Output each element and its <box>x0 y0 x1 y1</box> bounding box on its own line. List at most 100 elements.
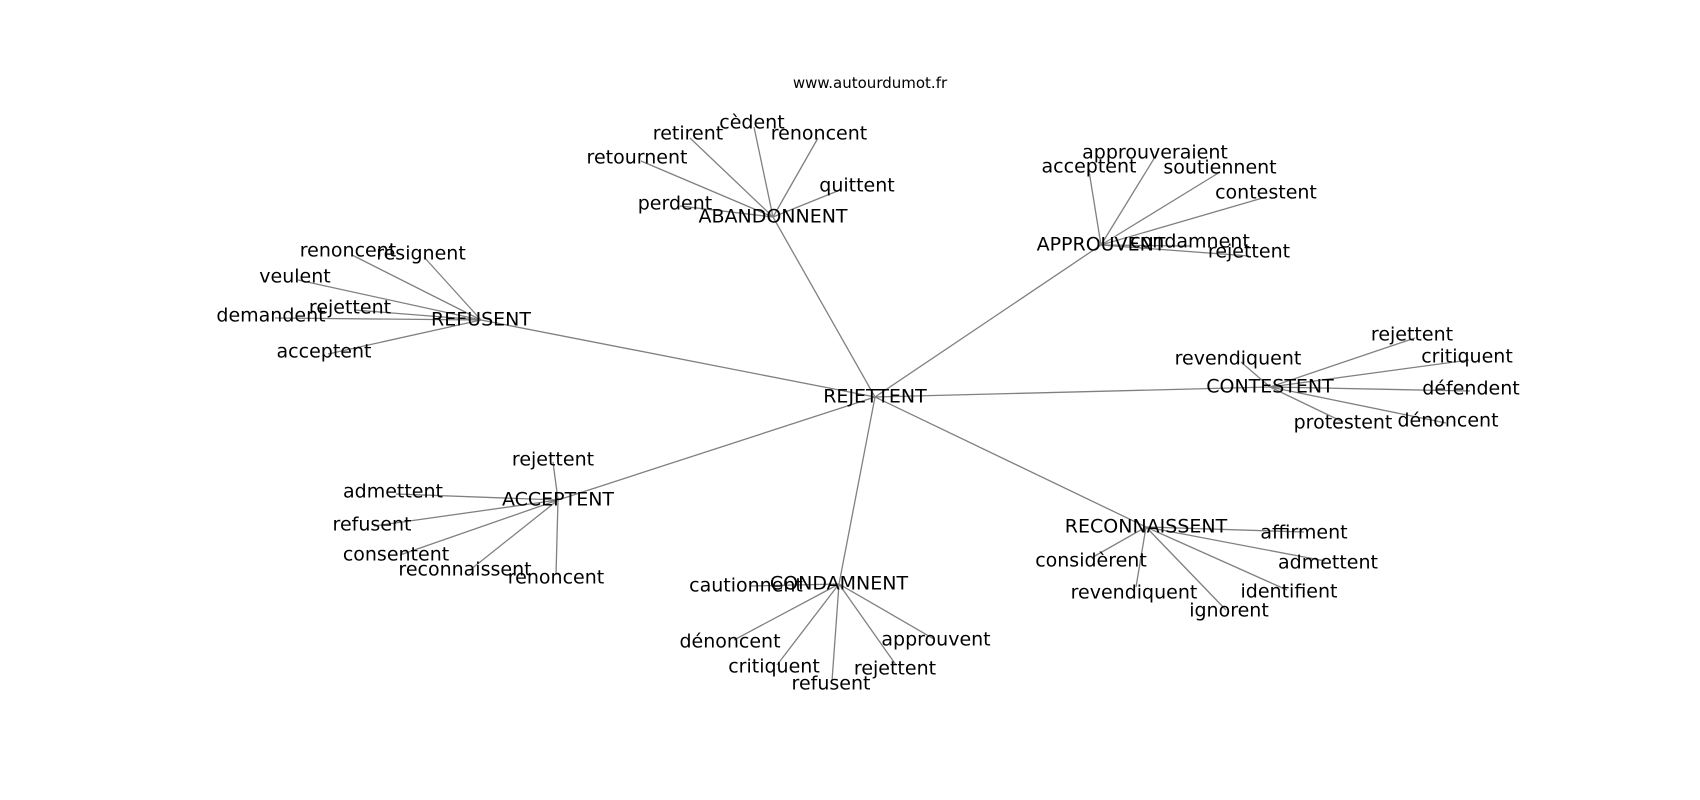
word-node: refusent <box>792 673 871 695</box>
edge-contestent-0 <box>1269 337 1416 388</box>
edge-approuvent-3 <box>1100 196 1267 246</box>
edge-acceptent-1 <box>395 493 559 501</box>
edge-condamnent-3 <box>776 583 840 666</box>
edge-acceptent-0 <box>552 461 559 501</box>
word-node: refusent <box>333 514 412 536</box>
hub-node-refusent: REFUSENT <box>431 309 531 331</box>
word-node: identifient <box>1241 581 1338 603</box>
word-node: critiquent <box>1421 346 1513 368</box>
word-node: consentent <box>343 544 449 566</box>
hub-node-abandonnent: ABANDONNENT <box>698 206 847 228</box>
edge-refusent-2 <box>297 279 482 321</box>
edge-condamnent-1 <box>838 583 935 640</box>
labels-layer: REJETTENTABANDONNENTretirentcèdentrenonc… <box>216 112 1519 695</box>
word-node: perdent <box>638 193 712 215</box>
word-node: veulent <box>259 266 330 288</box>
word-node: reconnaissent <box>398 559 531 581</box>
edge-center-approuvent <box>874 244 1102 398</box>
edge-reconnaissent-0 <box>1145 526 1305 533</box>
edge-reconnaissent-5 <box>1145 526 1227 611</box>
edge-refusent-5 <box>327 319 482 355</box>
edge-reconnaissent-3 <box>1135 526 1147 588</box>
word-node: contestent <box>1215 182 1317 204</box>
edge-refusent-1 <box>423 256 482 321</box>
word-node: approuvent <box>881 629 990 651</box>
word-node: demandent <box>216 305 325 327</box>
edge-center-reconnaissent <box>874 396 1147 528</box>
word-node: rejettent <box>309 297 391 319</box>
edge-approuvent-1 <box>1088 170 1102 246</box>
edge-abandonnent-3 <box>640 160 774 218</box>
word-node: rejettent <box>512 449 594 471</box>
word-node: rejettent <box>1208 241 1290 263</box>
word-node: dénoncent <box>1397 410 1498 432</box>
edge-abandonnent-1 <box>753 126 774 218</box>
hub-node-acceptent: ACCEPTENT <box>502 489 614 511</box>
edge-condamnent-0 <box>749 583 840 587</box>
edge-condamnent-4 <box>838 583 897 666</box>
edge-approuvent-2 <box>1100 171 1221 246</box>
word-node: critiquent <box>728 656 820 678</box>
edge-abandonnent-4 <box>772 189 841 218</box>
edge-contestent-5 <box>1269 386 1447 424</box>
word-node: renoncent <box>508 567 604 589</box>
word-node: retournent <box>587 147 688 169</box>
edge-approuvent-5 <box>1100 244 1250 257</box>
edge-reconnaissent-2 <box>1145 526 1326 562</box>
hub-node-condamnent: CONDAMNENT <box>770 573 909 595</box>
edge-acceptent-3 <box>399 499 559 556</box>
word-node: condamnent <box>1130 231 1250 253</box>
edge-approuvent-0 <box>1100 156 1156 246</box>
word-node: admettent <box>343 481 443 503</box>
edge-center-abandonnent <box>772 216 876 398</box>
word-node: renoncent <box>771 123 867 145</box>
edge-abandonnent-0 <box>689 137 774 218</box>
word-node: rejettent <box>854 658 936 680</box>
watermark: www.autourdumot.fr <box>793 74 948 92</box>
word-node: résignent <box>376 243 466 265</box>
word-node: rejettent <box>1371 324 1453 346</box>
word-node: renoncent <box>300 240 396 262</box>
edge-abandonnent-2 <box>772 137 819 218</box>
word-node: cèdent <box>719 112 784 134</box>
word-node: approuveraient <box>1082 142 1228 164</box>
word-node: dénoncent <box>679 631 780 653</box>
hub-node-contestent: CONTESTENT <box>1206 376 1334 398</box>
edge-refusent-3 <box>353 309 482 321</box>
edge-condamnent-5 <box>831 583 840 682</box>
word-node: protestent <box>1294 412 1393 434</box>
word-node: affirment <box>1260 522 1347 544</box>
word-node: acceptent <box>277 341 372 363</box>
edges-layer <box>274 126 1471 682</box>
edge-reconnaissent-1 <box>1092 526 1147 558</box>
edge-contestent-1 <box>1240 361 1271 388</box>
edge-contestent-2 <box>1269 359 1470 388</box>
word-node: acceptent <box>1042 156 1137 178</box>
hub-node-reconnaissent: RECONNAISSENT <box>1065 516 1228 538</box>
edge-center-acceptent <box>557 396 876 501</box>
edge-acceptent-2 <box>373 499 559 527</box>
edge-condamnent-2 <box>733 583 840 641</box>
edge-approuvent-4 <box>1100 244 1191 247</box>
edge-reconnaissent-4 <box>1145 526 1288 591</box>
edge-center-refusent <box>480 319 876 398</box>
word-node: admettent <box>1278 552 1378 574</box>
edge-acceptent-5 <box>555 499 559 576</box>
word-node: retirent <box>653 123 723 145</box>
word-node: revendiquent <box>1071 582 1198 604</box>
center-node: REJETTENT <box>823 386 927 408</box>
word-node: soutiennent <box>1163 157 1276 179</box>
edge-refusent-0 <box>351 254 482 321</box>
edge-center-contestent <box>874 386 1271 398</box>
edge-contestent-3 <box>1269 386 1471 392</box>
word-node: quittent <box>819 175 894 197</box>
hub-node-approuvent: APPROUVENT <box>1037 234 1166 256</box>
word-node: ignorent <box>1189 600 1269 622</box>
word-node: cautionnent <box>689 575 803 597</box>
word-node: revendiquent <box>1175 348 1302 370</box>
edge-refusent-4 <box>274 317 482 321</box>
edge-abandonnent-5 <box>679 205 774 218</box>
word-node: considèrent <box>1035 550 1147 572</box>
edge-center-condamnent <box>838 396 876 585</box>
